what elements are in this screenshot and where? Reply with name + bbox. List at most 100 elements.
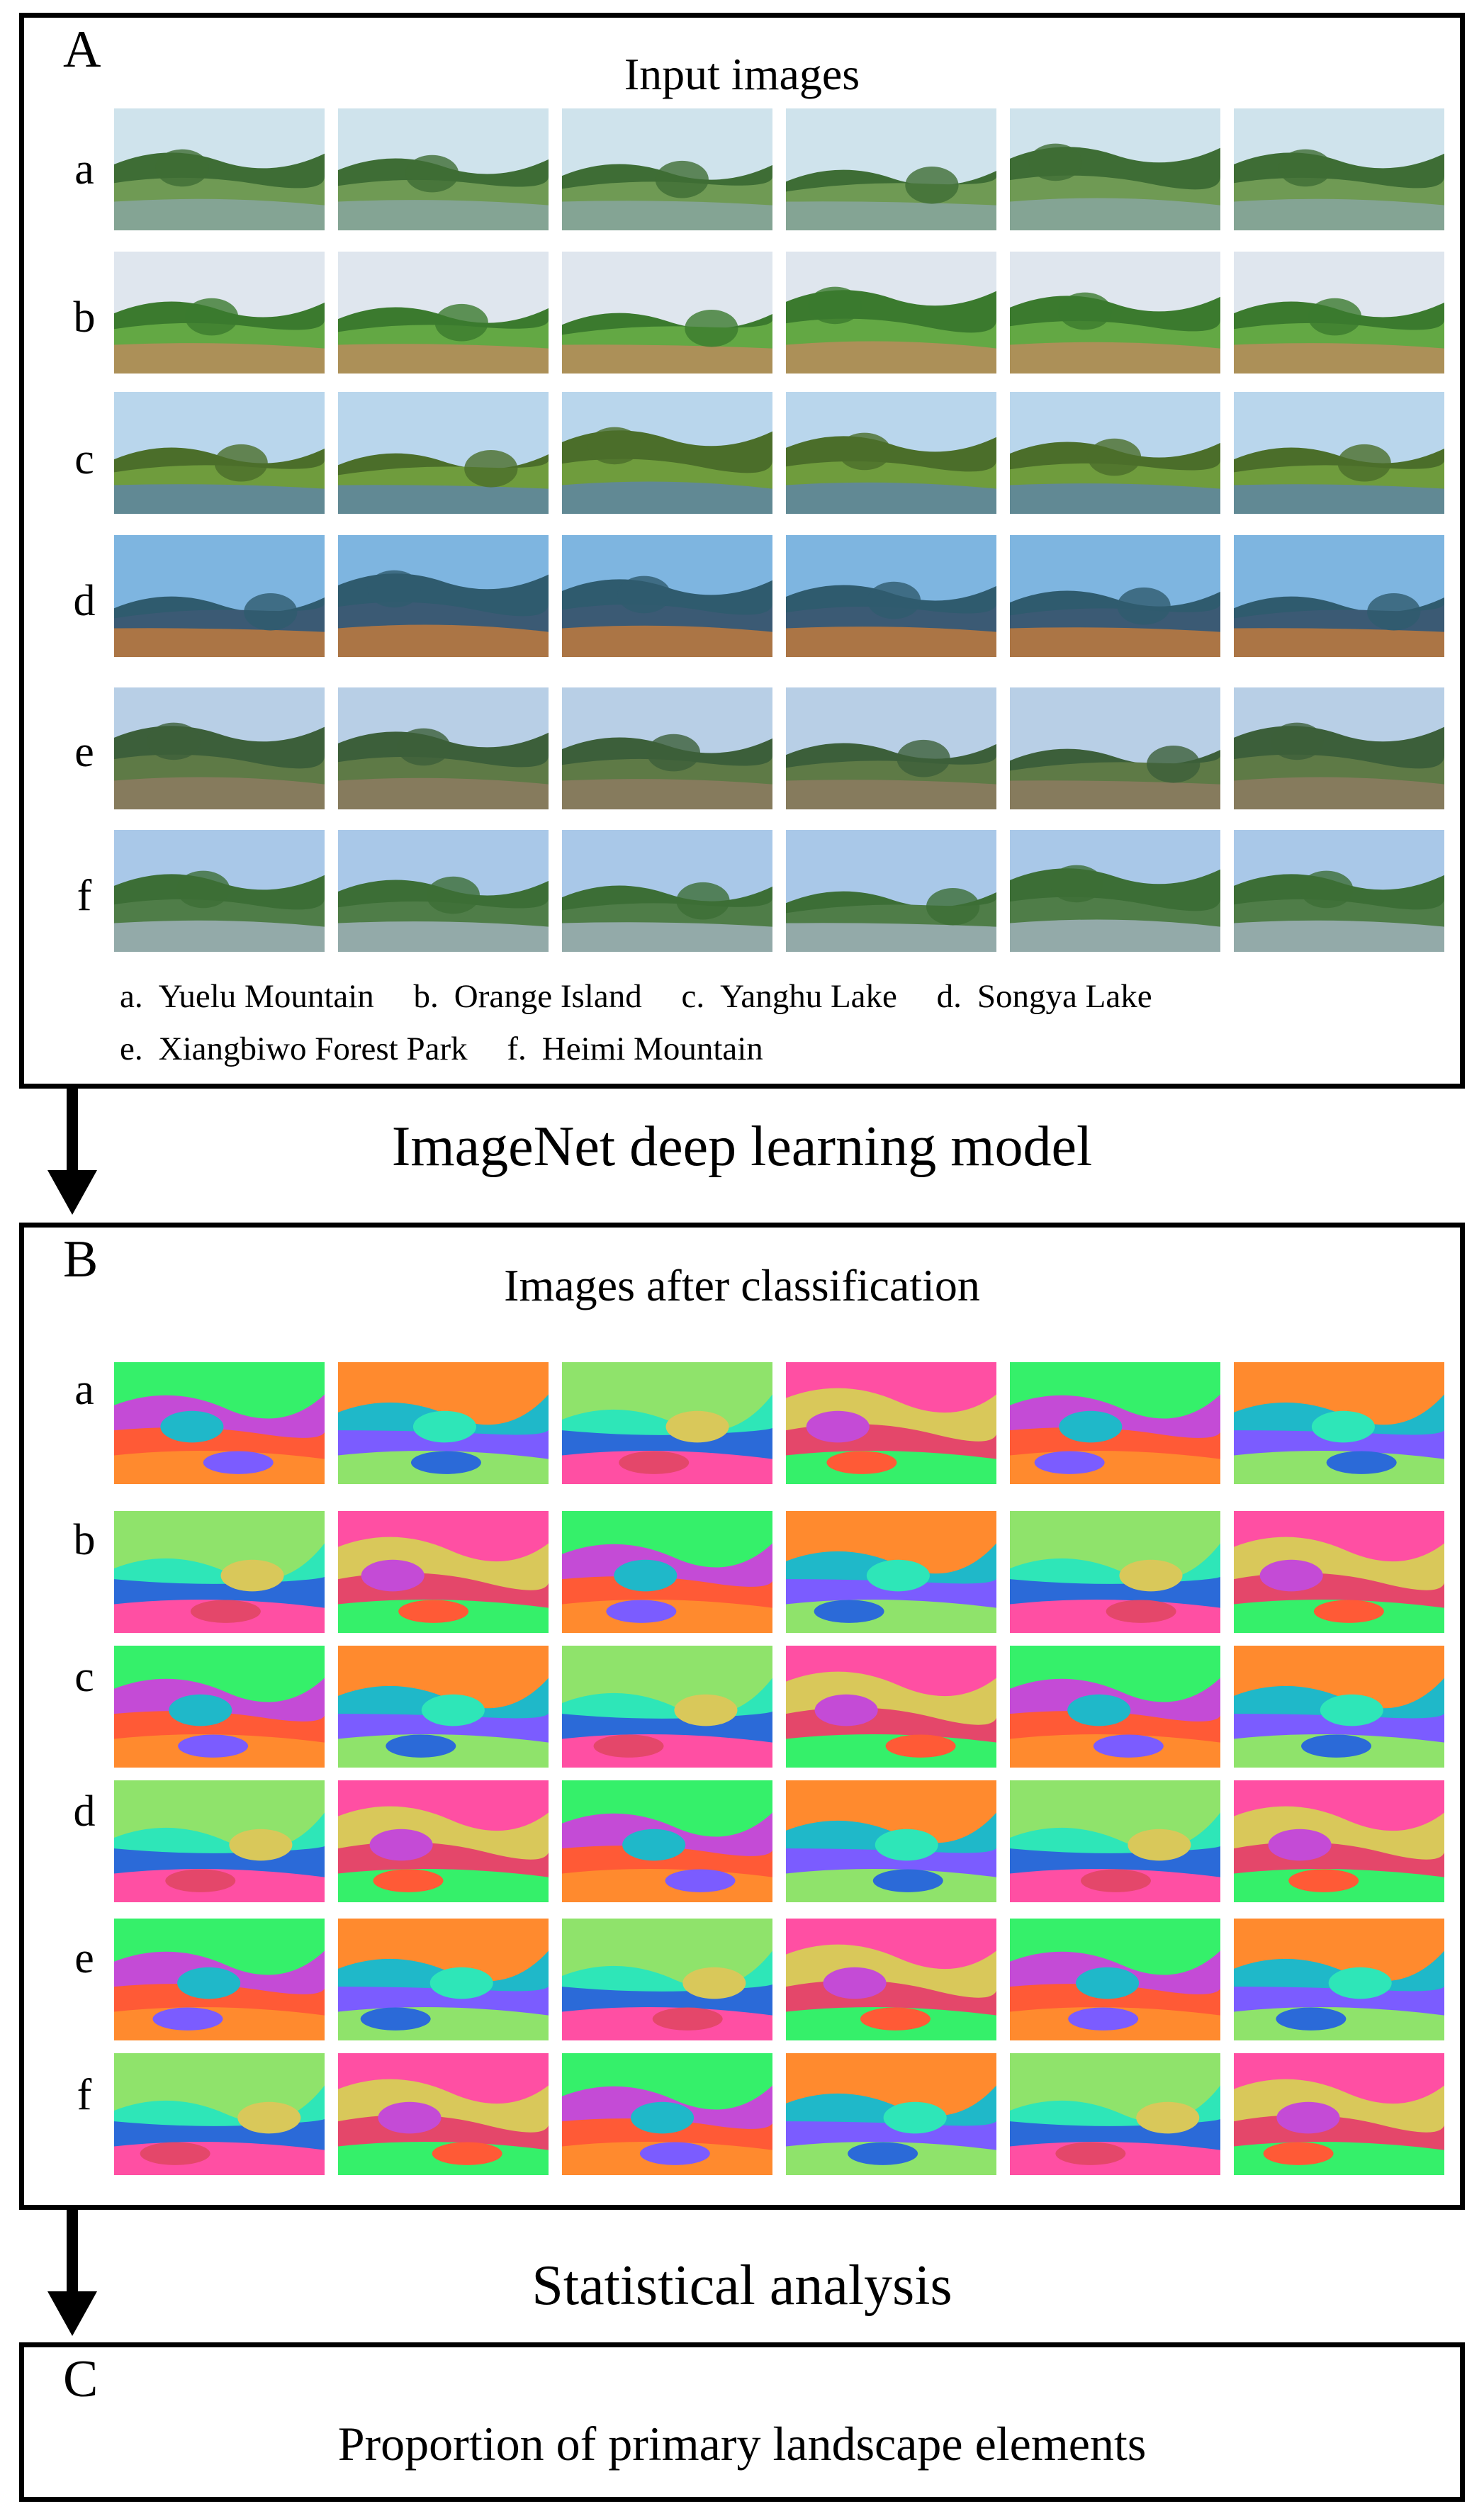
- classified-image-thumbnail: [562, 2053, 772, 2175]
- classified-image-thumbnail: [338, 1919, 549, 2040]
- row-label-c: c: [74, 435, 94, 483]
- input-image-thumbnail: [1010, 392, 1220, 514]
- legend-item-b: b.Orange Island: [413, 978, 642, 1015]
- classified-image-thumbnail: [1234, 1919, 1444, 2040]
- legend-item-c: c.Yanghu Lake: [681, 978, 897, 1015]
- input-image-thumbnail: [562, 687, 772, 809]
- input-image-thumbnail: [786, 830, 996, 952]
- classified-image-thumbnail: [114, 1646, 325, 1768]
- legend-item-f: f.Heimi Mountain: [507, 1030, 763, 1067]
- classified-image-thumbnail: [1010, 1919, 1220, 2040]
- classified-image-thumbnail: [338, 1362, 549, 1484]
- input-image-thumbnail: [338, 252, 549, 374]
- step-model-label: ImageNet deep learning model: [391, 1116, 1093, 1178]
- legend-row-2: e.Xiangbiwo Forest Park f.Heimi Mountain: [120, 1033, 794, 1066]
- panel-title-input: Input images: [624, 49, 860, 99]
- classified-image-thumbnail: [1010, 2053, 1220, 2175]
- classified-image-thumbnail: [114, 1511, 325, 1633]
- classified-image-thumbnail: [114, 2053, 325, 2175]
- panel-proportion: C Proportion of primary landscape elemen…: [19, 2342, 1465, 2502]
- row-label-f: f: [77, 872, 92, 920]
- panel-title-proportion: Proportion of primary landscape elements: [337, 2417, 1147, 2471]
- classified-image-thumbnail: [1234, 2053, 1444, 2175]
- panel-letter-b: B: [63, 1230, 99, 1288]
- panel-classified-images: B Images after classification a b c d e …: [19, 1223, 1465, 2210]
- input-image-thumbnail: [562, 535, 772, 657]
- row-label-b: b: [73, 1516, 96, 1564]
- input-image-thumbnail: [562, 830, 772, 952]
- step-analysis-label: Statistical analysis: [532, 2254, 952, 2317]
- classified-image-thumbnail: [786, 1362, 996, 1484]
- classified-image-thumbnail: [114, 1919, 325, 2040]
- input-image-thumbnail: [786, 687, 996, 809]
- classified-image-thumbnail: [1234, 1511, 1444, 1633]
- classified-image-thumbnail: [1010, 1511, 1220, 1633]
- row-label-b: b: [73, 293, 96, 342]
- legend-item-e: e.Xiangbiwo Forest Park: [120, 1030, 468, 1067]
- input-image-thumbnail: [114, 830, 325, 952]
- classified-image-thumbnail: [1234, 1780, 1444, 1902]
- classified-image-thumbnail: [1010, 1362, 1220, 1484]
- input-image-thumbnail: [338, 687, 549, 809]
- input-image-thumbnail: [338, 108, 549, 230]
- row-label-e: e: [74, 728, 94, 776]
- classified-image-thumbnail: [1010, 1780, 1220, 1902]
- classified-image-thumbnail: [338, 1780, 549, 1902]
- classified-image-thumbnail: [562, 1511, 772, 1633]
- panel-title-classified: Images after classification: [504, 1260, 980, 1310]
- classified-image-thumbnail: [786, 1646, 996, 1768]
- input-image-thumbnail: [114, 252, 325, 374]
- input-image-thumbnail: [1010, 535, 1220, 657]
- classified-image-thumbnail: [1234, 1646, 1444, 1768]
- down-arrow-icon: [47, 1089, 97, 1215]
- legend-item-d: d.Songya Lake: [936, 978, 1152, 1015]
- input-image-thumbnail: [114, 535, 325, 657]
- row-label-d: d: [73, 577, 96, 625]
- input-image-thumbnail: [338, 830, 549, 952]
- row-label-c: c: [74, 1653, 94, 1701]
- input-image-thumbnail: [1234, 535, 1444, 657]
- classified-image-thumbnail: [786, 2053, 996, 2175]
- input-image-thumbnail: [562, 392, 772, 514]
- row-label-a: a: [74, 1366, 94, 1414]
- panel-letter-a: A: [63, 21, 101, 79]
- classified-image-thumbnail: [786, 1780, 996, 1902]
- classified-image-thumbnail: [562, 1362, 772, 1484]
- legend-item-a: a.Yuelu Mountain: [120, 978, 374, 1015]
- row-label-d: d: [73, 1787, 96, 1836]
- classified-image-thumbnail: [1234, 1362, 1444, 1484]
- classified-image-thumbnail: [562, 1780, 772, 1902]
- classified-image-thumbnail: [562, 1919, 772, 2040]
- classified-image-thumbnail: [338, 1511, 549, 1633]
- row-label-e: e: [74, 1934, 94, 1982]
- input-image-thumbnail: [114, 392, 325, 514]
- input-image-thumbnail: [1234, 392, 1444, 514]
- row-label-a: a: [74, 145, 94, 193]
- input-image-thumbnail: [1010, 687, 1220, 809]
- input-image-thumbnail: [786, 535, 996, 657]
- down-arrow-icon: [47, 2210, 97, 2336]
- legend-row-1: a.Yuelu Mountain b.Orange Island c.Yangh…: [120, 980, 1184, 1013]
- panel-letter-c: C: [63, 2350, 99, 2408]
- input-image-thumbnail: [1234, 252, 1444, 374]
- input-image-thumbnail: [1010, 252, 1220, 374]
- classified-image-thumbnail: [1010, 1646, 1220, 1768]
- input-image-thumbnail: [1010, 830, 1220, 952]
- input-image-thumbnail: [1234, 108, 1444, 230]
- input-image-thumbnail: [114, 108, 325, 230]
- input-image-thumbnail: [338, 392, 549, 514]
- classified-image-thumbnail: [114, 1362, 325, 1484]
- classified-image-thumbnail: [338, 2053, 549, 2175]
- classified-image-thumbnail: [786, 1919, 996, 2040]
- input-image-thumbnail: [114, 687, 325, 809]
- classified-image-thumbnail: [562, 1646, 772, 1768]
- classified-image-thumbnail: [114, 1780, 325, 1902]
- input-image-thumbnail: [562, 108, 772, 230]
- row-label-f: f: [77, 2071, 92, 2119]
- input-image-thumbnail: [1010, 108, 1220, 230]
- input-image-thumbnail: [338, 535, 549, 657]
- input-image-thumbnail: [1234, 687, 1444, 809]
- panel-input-images: A Input images a b c d e f a.Yuelu Mount…: [19, 13, 1465, 1089]
- input-image-thumbnail: [562, 252, 772, 374]
- input-image-thumbnail: [786, 392, 996, 514]
